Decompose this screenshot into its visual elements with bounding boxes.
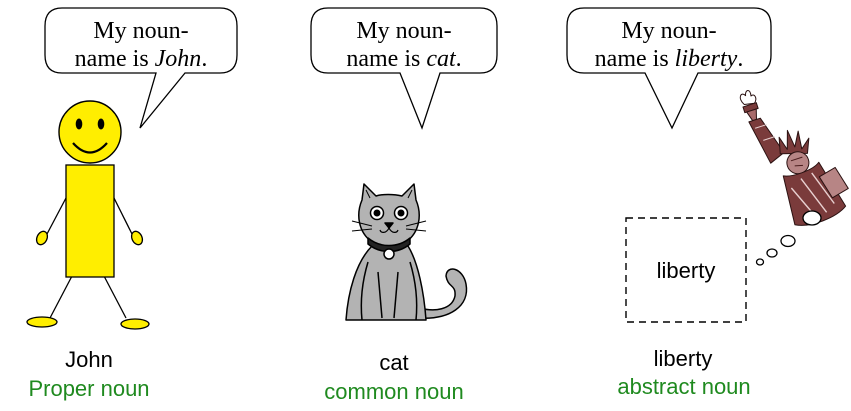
bubble-line2-liberty: name is liberty. xyxy=(595,46,744,72)
thought-bubble-tiny-icon xyxy=(755,258,765,266)
speech-bubble-john xyxy=(44,7,238,129)
noun-label-cat: cat xyxy=(379,350,408,375)
noun-type-abstract: abstract noun xyxy=(617,374,750,399)
panel-liberty: My noun- name is liberty. xyxy=(566,7,849,399)
thought-bubble-medium-icon xyxy=(780,234,796,248)
noun-type-common: common noun xyxy=(324,379,463,404)
thought-bubble-large-icon xyxy=(802,210,822,226)
cat-icon xyxy=(345,183,468,321)
speech-bubble-liberty xyxy=(566,7,772,130)
statue-of-liberty-icon xyxy=(739,89,849,226)
thought-box-label: liberty xyxy=(657,258,716,283)
bubble-line1-john: My noun- xyxy=(93,18,188,44)
noun-label-liberty: liberty xyxy=(654,346,713,371)
thought-bubble-small-icon xyxy=(766,248,778,258)
panel-john: My noun- name is John. John Proper noun xyxy=(26,7,238,401)
bubble-line2-cat: name is cat. xyxy=(346,46,461,72)
bubble-line1-cat: My noun- xyxy=(356,18,451,44)
noun-type-proper: Proper noun xyxy=(28,376,149,401)
bubble-line2-john: name is John. xyxy=(75,46,208,72)
stick-figure-icon xyxy=(26,100,150,330)
noun-label-john: John xyxy=(65,347,113,372)
abstract-thought-box xyxy=(625,217,747,323)
bubble-line1-liberty: My noun- xyxy=(621,18,716,44)
panel-cat: My noun- name is cat. xyxy=(310,7,498,404)
speech-bubble-cat xyxy=(310,7,498,130)
